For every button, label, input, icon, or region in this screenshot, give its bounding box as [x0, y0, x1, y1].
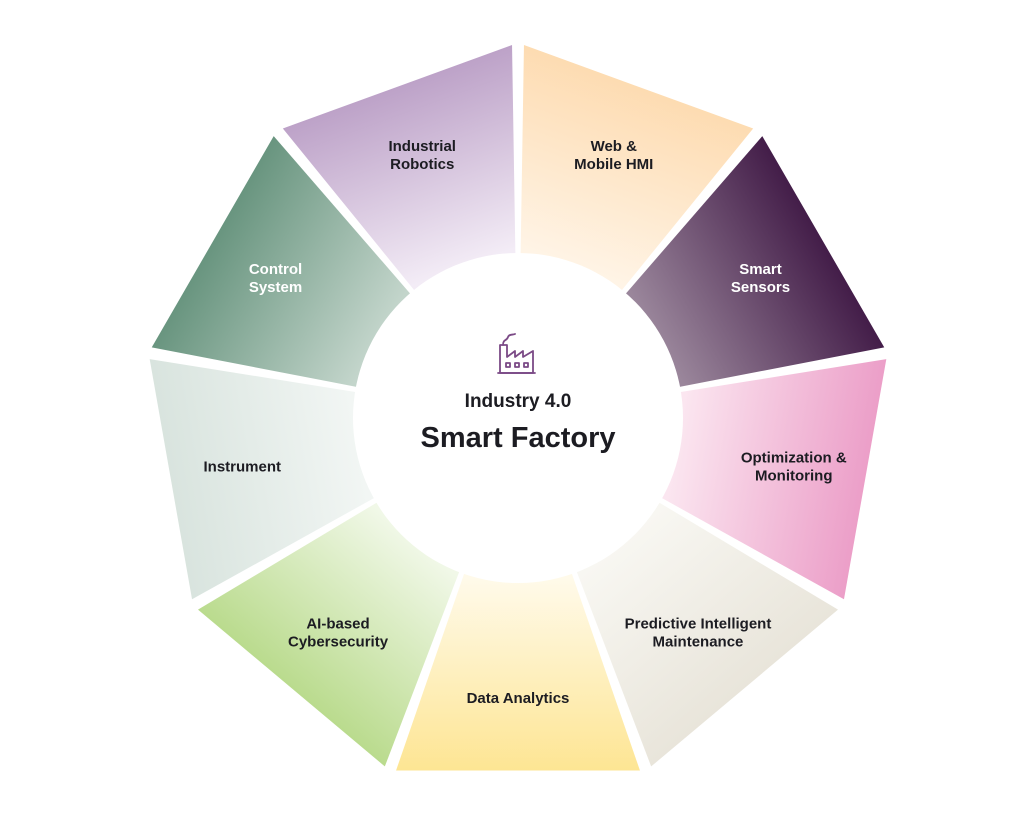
- center-hub: [353, 253, 683, 583]
- segment-label-web-mobile-hmi: Web &Mobile HMI: [574, 138, 653, 173]
- segment-label-line: Maintenance: [653, 633, 744, 650]
- segment-smart-sensors: [622, 136, 885, 388]
- segment-instrument: [149, 359, 379, 600]
- segment-label-line: Cybersecurity: [288, 633, 389, 650]
- segment-predictive-intelligent-maintenance: [575, 500, 839, 767]
- segment-control-system: [151, 136, 414, 388]
- segment-optimization-monitoring: [657, 359, 887, 600]
- factory-icon: [497, 333, 536, 374]
- segment-label-line: Control: [249, 261, 302, 278]
- segment-label-line: Smart: [739, 261, 782, 278]
- segment-label-line: AI-based: [306, 615, 369, 632]
- segment-label-line: Instrument: [203, 459, 281, 476]
- segment-web-mobile-hmi: [520, 45, 754, 294]
- segment-label-line: System: [249, 279, 302, 296]
- segment-label-line: Sensors: [731, 279, 790, 296]
- segment-label-instrument: Instrument: [203, 459, 281, 476]
- segment-label-line: Robotics: [390, 156, 454, 173]
- segment-label-data-analytics: Data Analytics: [467, 690, 570, 707]
- segment-label-line: Mobile HMI: [574, 156, 653, 173]
- segment-label-line: Optimization &: [741, 450, 847, 467]
- segment-label-line: Monitoring: [755, 468, 832, 485]
- center-subtitle: Industry 4.0: [465, 391, 572, 412]
- center-title: Smart Factory: [420, 422, 615, 454]
- segment-label-optimization-monitoring: Optimization &Monitoring: [741, 450, 847, 485]
- segments-layer: [149, 45, 887, 771]
- segment-data-analytics: [396, 569, 640, 771]
- segment-label-line: Data Analytics: [467, 690, 570, 707]
- segment-label-line: Industrial: [388, 138, 456, 155]
- segment-ai-based-cybersecurity: [197, 500, 461, 767]
- segment-label-line: Predictive Intelligent: [625, 615, 772, 632]
- segment-label-line: Web &: [591, 138, 638, 155]
- segment-industrial-robotics: [282, 45, 516, 294]
